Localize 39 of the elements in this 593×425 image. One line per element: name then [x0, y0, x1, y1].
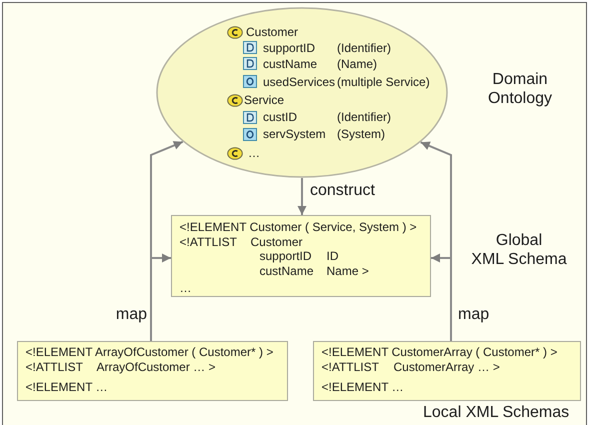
property-name: servSystem	[263, 127, 326, 141]
property-type: (Identifier)	[337, 110, 392, 124]
property-name: supportID	[263, 40, 316, 54]
property-name: usedServices	[263, 74, 336, 88]
schema-code-text: <!ELEMENT Customer ( Service, System ) >	[180, 220, 418, 234]
connector-arrow	[431, 254, 452, 341]
layer-label: Local XML Schemas	[423, 403, 570, 422]
connector-arrow	[150, 254, 171, 341]
ontology-ellipse	[156, 7, 448, 178]
schema-code-text: <!ELEMENT ArrayOfCustomer ( Customer* ) >	[26, 345, 274, 360]
schema-code-text: CustomerArray … >	[394, 360, 501, 375]
schema-code-text: supportID	[260, 249, 313, 264]
property-type: (multiple Service)	[337, 74, 430, 88]
schema-code-text: <!ELEMENT …	[322, 380, 405, 395]
schema-box	[171, 215, 431, 297]
connector-arrow	[298, 178, 306, 215]
schema-code-text: ArrayOfCustomer … >	[96, 360, 217, 375]
layer-label: Global XML Schema	[470, 231, 568, 269]
property-name: custName	[263, 56, 318, 70]
schema-code-text: Customer	[250, 234, 304, 249]
layer-label: Domain Ontology	[486, 70, 554, 108]
schema-code-text: <!ATTLIST	[322, 360, 380, 375]
property-type: (System)	[337, 127, 385, 141]
schema-box	[17, 341, 288, 401]
ellipsis-text: …	[247, 146, 260, 160]
schema-code-text: Name >	[326, 264, 370, 278]
property-type: (Name)	[337, 56, 378, 70]
schema-code-text: <!ELEMENT …	[26, 380, 109, 395]
schema-code-text: <!ATTLIST	[180, 234, 238, 249]
property-type: (Identifier)	[337, 40, 392, 54]
schema-code-text: …	[180, 280, 192, 295]
schema-code-text: ID	[326, 249, 340, 264]
schema-box	[313, 341, 581, 401]
class-name: Service	[243, 93, 284, 107]
property-name: custID	[263, 110, 298, 124]
class-name: Customer	[245, 25, 298, 39]
schema-code-text: custName	[260, 264, 315, 278]
schema-code-text: <!ELEMENT CustomerArray ( Customer* ) >	[322, 345, 558, 360]
schema-code-text: <!ATTLIST	[26, 360, 84, 375]
